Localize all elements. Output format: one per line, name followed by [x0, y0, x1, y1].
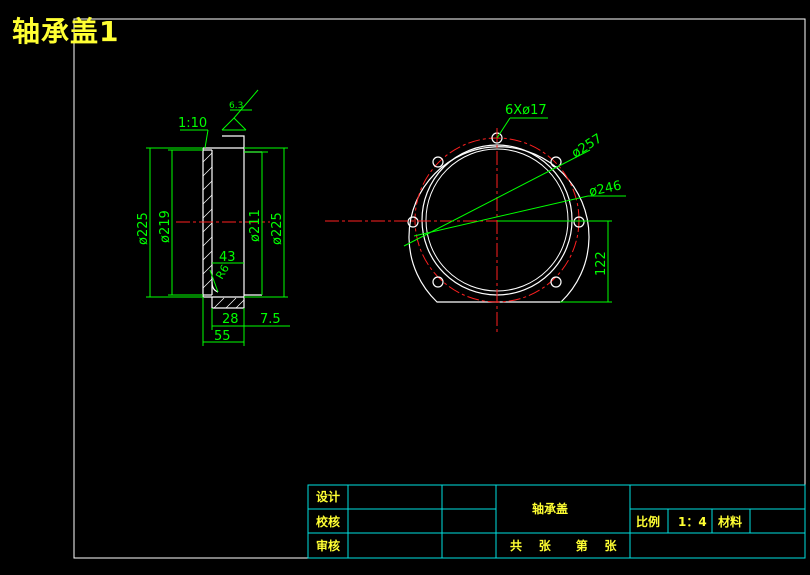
side-view-dimension-labels: 1:10 6.3 ø225 ø219 ø211 ø225 43 R6 28 7.…: [136, 101, 285, 344]
title-block-grid: [307, 484, 806, 559]
inner-diameter-label: ø219: [158, 210, 173, 243]
outer-diameter-left-label: ø225: [136, 212, 151, 245]
title-block: 设计 校核 审核 轴承盖 比例 1：4 材料 共 张 第 张: [307, 484, 806, 559]
roughness-label: 6.3: [229, 101, 243, 111]
flange-diameter-label: ø257: [569, 131, 605, 161]
depth-label: 43: [219, 250, 236, 265]
design-label: 设计: [316, 489, 340, 504]
bolt-hole: [550, 276, 562, 288]
scale-label: 比例: [636, 514, 660, 529]
side-view-dimension-lines: [146, 89, 290, 346]
front-view: 6Xø17 ø257 ø246 122: [325, 103, 626, 334]
front-view-dimension-lines: [403, 117, 626, 303]
flange-width-label: 28: [222, 312, 239, 327]
outer-diameter-right-label: ø225: [270, 212, 285, 245]
flange-outline: [408, 146, 590, 303]
bolt-hole: [432, 156, 444, 168]
holes-label: 6Xø17: [505, 103, 547, 118]
drawing-frame: [73, 18, 806, 559]
drawing-title: 轴承盖1: [12, 15, 120, 48]
bolt-hole: [432, 276, 444, 288]
review-label: 审核: [316, 538, 340, 553]
height-label: 122: [594, 251, 609, 276]
taper-label: 1:10: [178, 116, 207, 131]
side-view: 1:10 6.3 ø225 ø219 ø211 ø225 43 R6 28 7.…: [136, 89, 290, 346]
material-label: 材料: [717, 514, 742, 529]
title-block-text: 设计 校核 审核 轴承盖 比例 1：4 材料 共 张 第 张: [316, 489, 742, 553]
bolt-hole: [407, 216, 419, 228]
lip-label: 7.5: [260, 312, 281, 327]
bore-diameter-label: ø211: [248, 209, 263, 242]
front-view-dimension-labels: 6Xø17 ø257 ø246 122: [505, 103, 623, 276]
check-label: 校核: [316, 514, 340, 529]
side-view-hatch: [202, 152, 245, 309]
part-name-label: 轴承盖: [532, 501, 568, 516]
sheets-label: 共 张 第 张: [510, 538, 617, 553]
bolt-hole: [573, 216, 585, 228]
total-width-label: 55: [214, 329, 231, 344]
pitch-diameter-label: ø246: [588, 178, 623, 199]
fillet-label: R6: [213, 262, 232, 281]
scale-value: 1：4: [678, 515, 707, 529]
